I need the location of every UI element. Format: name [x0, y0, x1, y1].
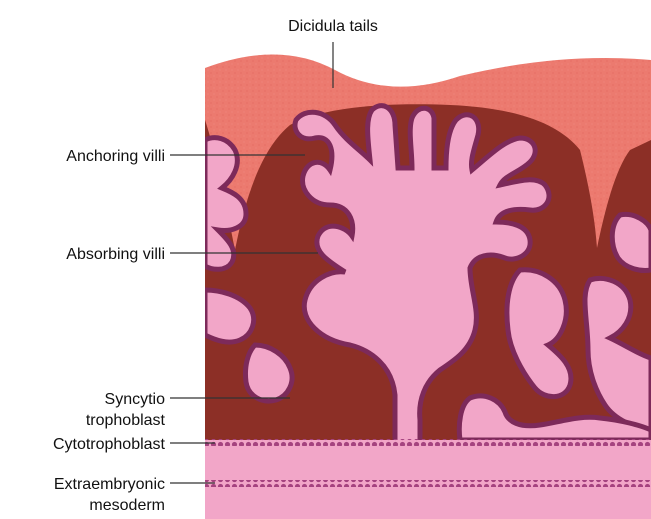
label-cytotrophoblast: Cytotrophoblast: [53, 436, 166, 453]
extraembryonic-mesoderm-layer: [205, 480, 651, 487]
chorionic-plate: [205, 440, 651, 519]
tissue-section: [205, 40, 651, 519]
label-decidua: Dicidula tails: [288, 18, 378, 35]
cytotrophoblast-layer: [205, 439, 651, 446]
label-extraembryonic-line1: Extraembryonic: [54, 476, 165, 493]
label-syncytio-line1: Syncytio: [105, 391, 166, 408]
label-extraembryonic-line2: mesoderm: [89, 497, 165, 514]
label-syncytio-line2: trophoblast: [86, 412, 166, 429]
label-absorbing-villi: Absorbing villi: [66, 246, 165, 263]
label-anchoring-villi: Anchoring villi: [66, 148, 165, 165]
